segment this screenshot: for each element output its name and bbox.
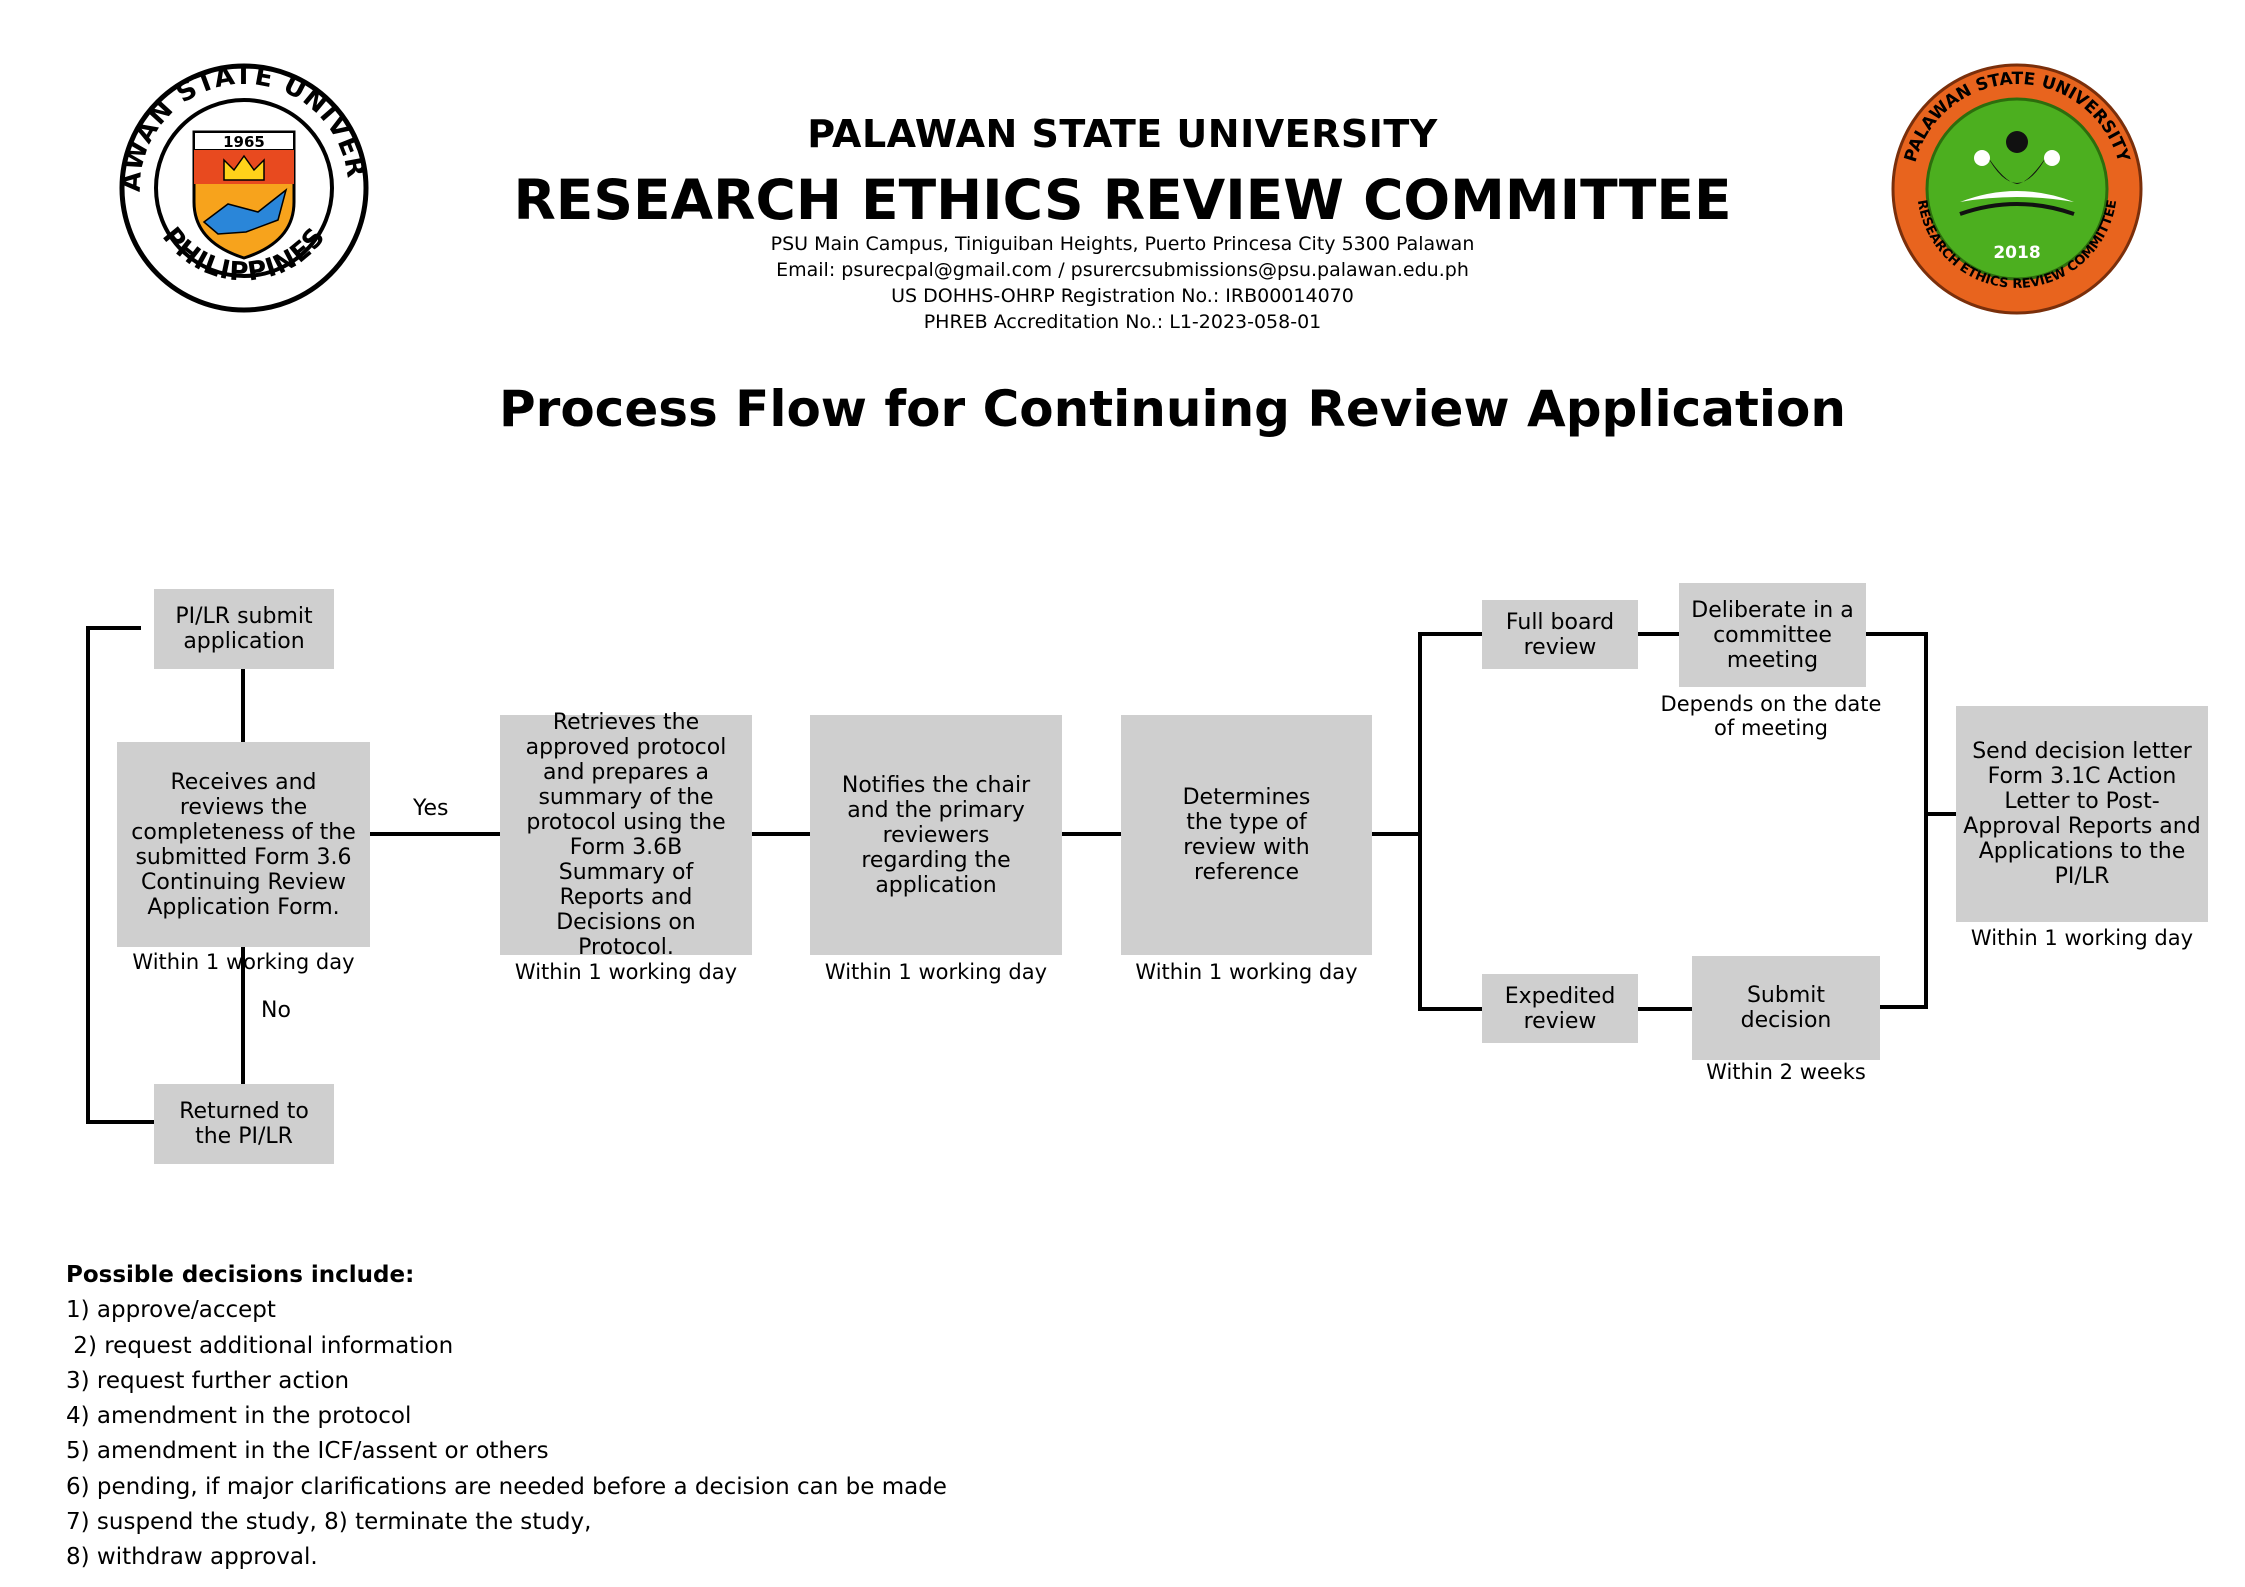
send-decision-letter-box: Send decision letter Form 3.1C Action Le… bbox=[1956, 706, 2208, 922]
page-title: Process Flow for Continuing Review Appli… bbox=[499, 380, 1846, 438]
notify-chair-box: Notifies the chair and the primary revie… bbox=[810, 715, 1062, 955]
decision-item: 5) amendment in the ICF/assent or others bbox=[66, 1438, 549, 1465]
right-logo-year: 2018 bbox=[1993, 243, 2040, 263]
retrieve-protocol-box: Retrieves the approved protocol and prep… bbox=[500, 710, 752, 960]
expedited-review-box: Expedited review bbox=[1482, 974, 1638, 1043]
deliberate-box: Deliberate in a committee meeting bbox=[1679, 583, 1866, 687]
decision-item: 8) withdraw approval. bbox=[66, 1544, 318, 1571]
receive-time: Within 1 working day bbox=[132, 950, 355, 974]
receive-review-box: Receives and reviews the completeness of… bbox=[117, 742, 370, 947]
submit-decision-time: Within 2 weeks bbox=[1706, 1060, 1866, 1084]
determine-review-box: Determines the type of review with refer… bbox=[1121, 715, 1372, 955]
full-board-review-box: Full board review bbox=[1482, 600, 1638, 669]
committee-name: RESEARCH ETHICS REVIEW COMMITTEE bbox=[513, 168, 1732, 232]
registration: US DOHHS-OHRP Registration No.: IRB00014… bbox=[891, 285, 1354, 307]
possible-decisions: Possible decisions include: 1) approve/a… bbox=[66, 1258, 947, 1576]
rerc-logo: PALAWAN STATE UNIVERSITY RESEARCH ETHICS… bbox=[1891, 63, 2143, 315]
decision-item: 2) request additional information bbox=[66, 1332, 454, 1359]
accreditation: PHREB Accreditation No.: L1-2023-058-01 bbox=[923, 311, 1322, 333]
no-label: No bbox=[261, 998, 291, 1023]
send-letter-time: Within 1 working day bbox=[1970, 926, 2194, 950]
decision-item: 4) amendment in the protocol bbox=[66, 1403, 412, 1430]
retrieve-time: Within 1 working day bbox=[514, 960, 738, 984]
decision-item: 3) request further action bbox=[66, 1367, 350, 1394]
left-logo-year: 1965 bbox=[223, 133, 265, 151]
email: Email: psurecpal@gmail.com / psurercsubm… bbox=[776, 259, 1469, 281]
address: PSU Main Campus, Tiniguiban Heights, Pue… bbox=[770, 233, 1475, 255]
decisions-heading: Possible decisions include: bbox=[66, 1262, 415, 1288]
decision-item: 6) pending, if major clarifications are … bbox=[66, 1473, 947, 1500]
university-name: PALAWAN STATE UNIVERSITY bbox=[807, 112, 1438, 156]
submit-decision-box: Submit decision bbox=[1692, 956, 1880, 1060]
determine-time: Within 1 working day bbox=[1135, 960, 1358, 984]
notify-time: Within 1 working day bbox=[824, 960, 1048, 984]
deliberate-time: Depends on the date of meeting bbox=[1660, 692, 1882, 740]
returned-box: Returned to the PI/LR bbox=[154, 1084, 334, 1164]
decision-item: 7) suspend the study, 8) terminate the s… bbox=[66, 1509, 592, 1536]
submit-application-box: PI/LR submit application bbox=[154, 589, 334, 669]
decision-item: 1) approve/accept bbox=[66, 1297, 276, 1324]
yes-label: Yes bbox=[413, 796, 449, 821]
psu-seal-logo: PALAWAN STATE UNIVERSITY PHILIPPINES 196… bbox=[118, 62, 370, 313]
